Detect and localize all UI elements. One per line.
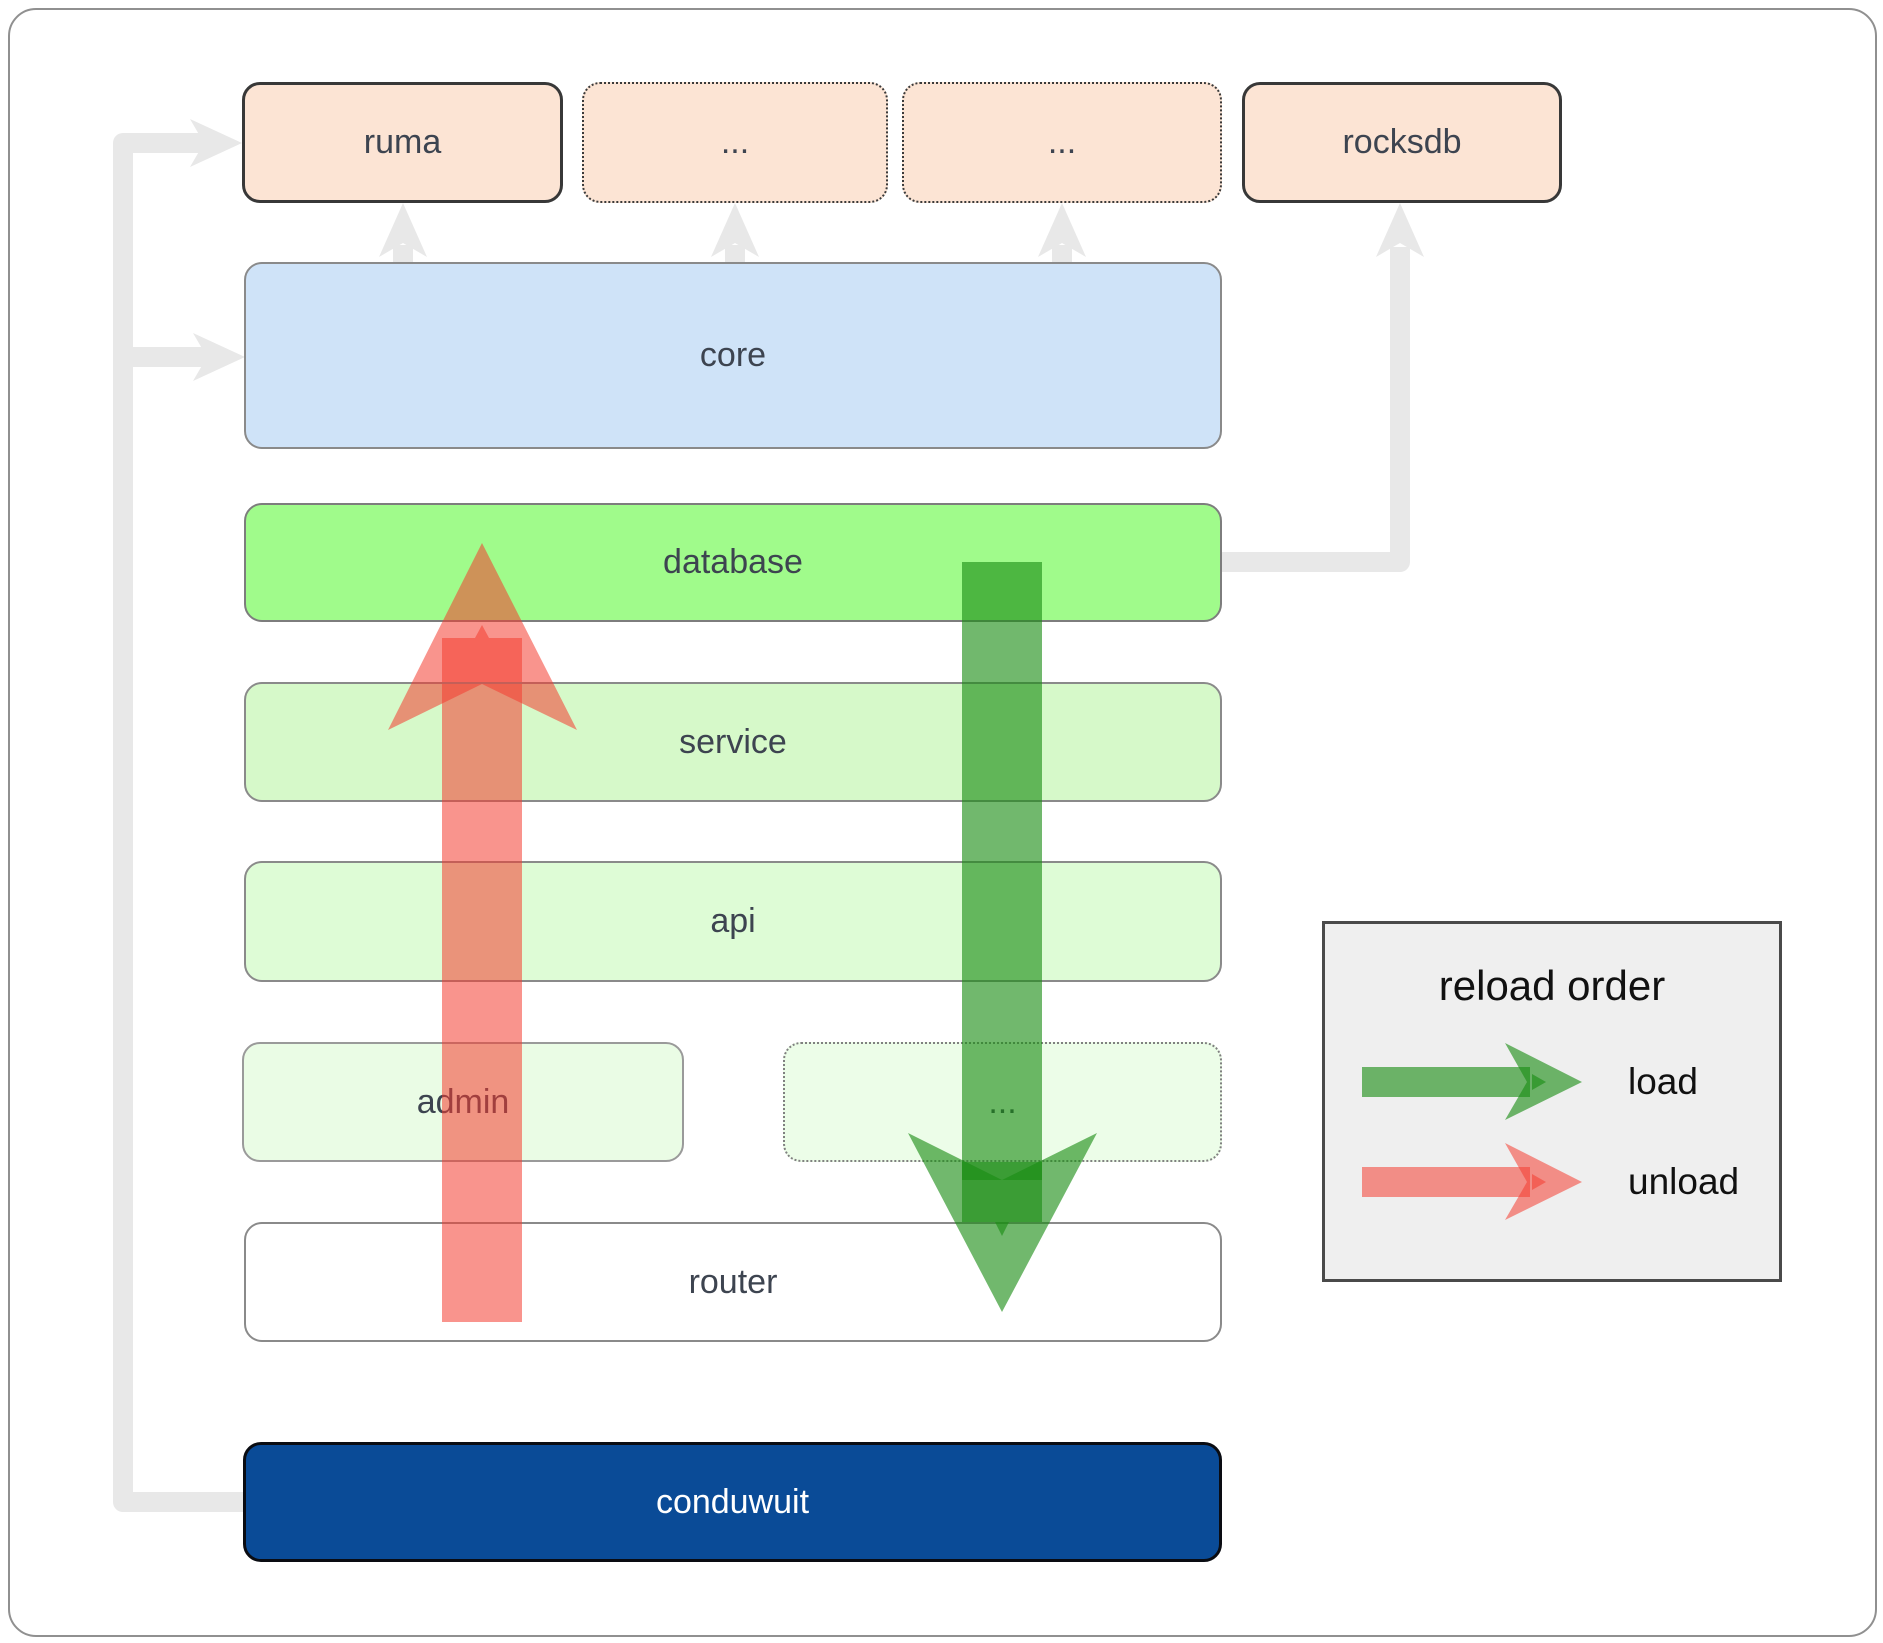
node-router-label: router xyxy=(688,1262,778,1301)
node-ruma: ruma xyxy=(242,82,563,203)
node-rocksdb: rocksdb xyxy=(1242,82,1562,203)
node-router: router xyxy=(244,1222,1222,1342)
node-conduwuit-label: conduwuit xyxy=(655,1482,810,1521)
node-top-etc-1: ... xyxy=(582,82,888,203)
node-admin: admin xyxy=(242,1042,684,1162)
legend-unload-label: unload xyxy=(1628,1161,1740,1202)
node-database-label: database xyxy=(663,543,803,581)
node-service: service xyxy=(244,682,1222,802)
node-core: core xyxy=(244,262,1222,449)
legend-box: reload order load unload xyxy=(1322,921,1782,1282)
node-core-label: core xyxy=(699,336,767,374)
node-ruma-label: ruma xyxy=(363,123,442,161)
node-top-etc-2: ... xyxy=(902,82,1222,203)
node-rocksdb-label: rocksdb xyxy=(1342,123,1462,161)
node-api-label: api xyxy=(710,902,756,940)
node-conduwuit: conduwuit xyxy=(243,1442,1222,1562)
node-top-etc-1-label: ... xyxy=(720,123,750,161)
node-top-etc-2-label: ... xyxy=(1047,123,1077,161)
outer-frame xyxy=(8,8,1877,1637)
node-database: database xyxy=(244,503,1222,622)
legend-load-label: load xyxy=(1628,1061,1698,1102)
node-service-label: service xyxy=(679,722,787,761)
node-admin-label: admin xyxy=(416,1082,510,1121)
legend-title: reload order xyxy=(1438,962,1666,1009)
node-api: api xyxy=(244,861,1222,982)
node-admin-etc: ... xyxy=(783,1042,1222,1162)
node-admin-etc-label: ... xyxy=(988,1082,1017,1121)
